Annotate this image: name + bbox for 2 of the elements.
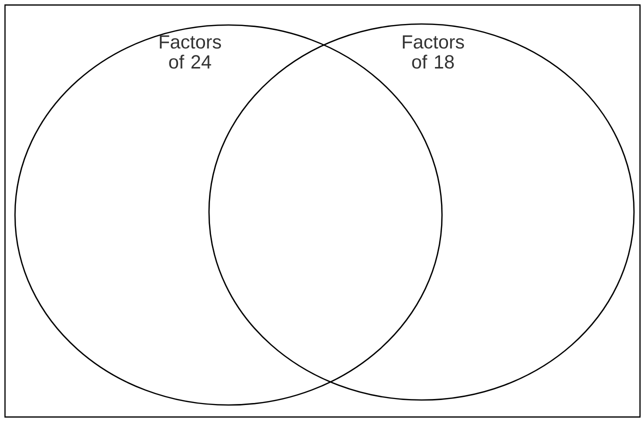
set-label: Factors of 18 xyxy=(402,35,464,69)
set-label: Factors of 24 xyxy=(160,35,221,69)
